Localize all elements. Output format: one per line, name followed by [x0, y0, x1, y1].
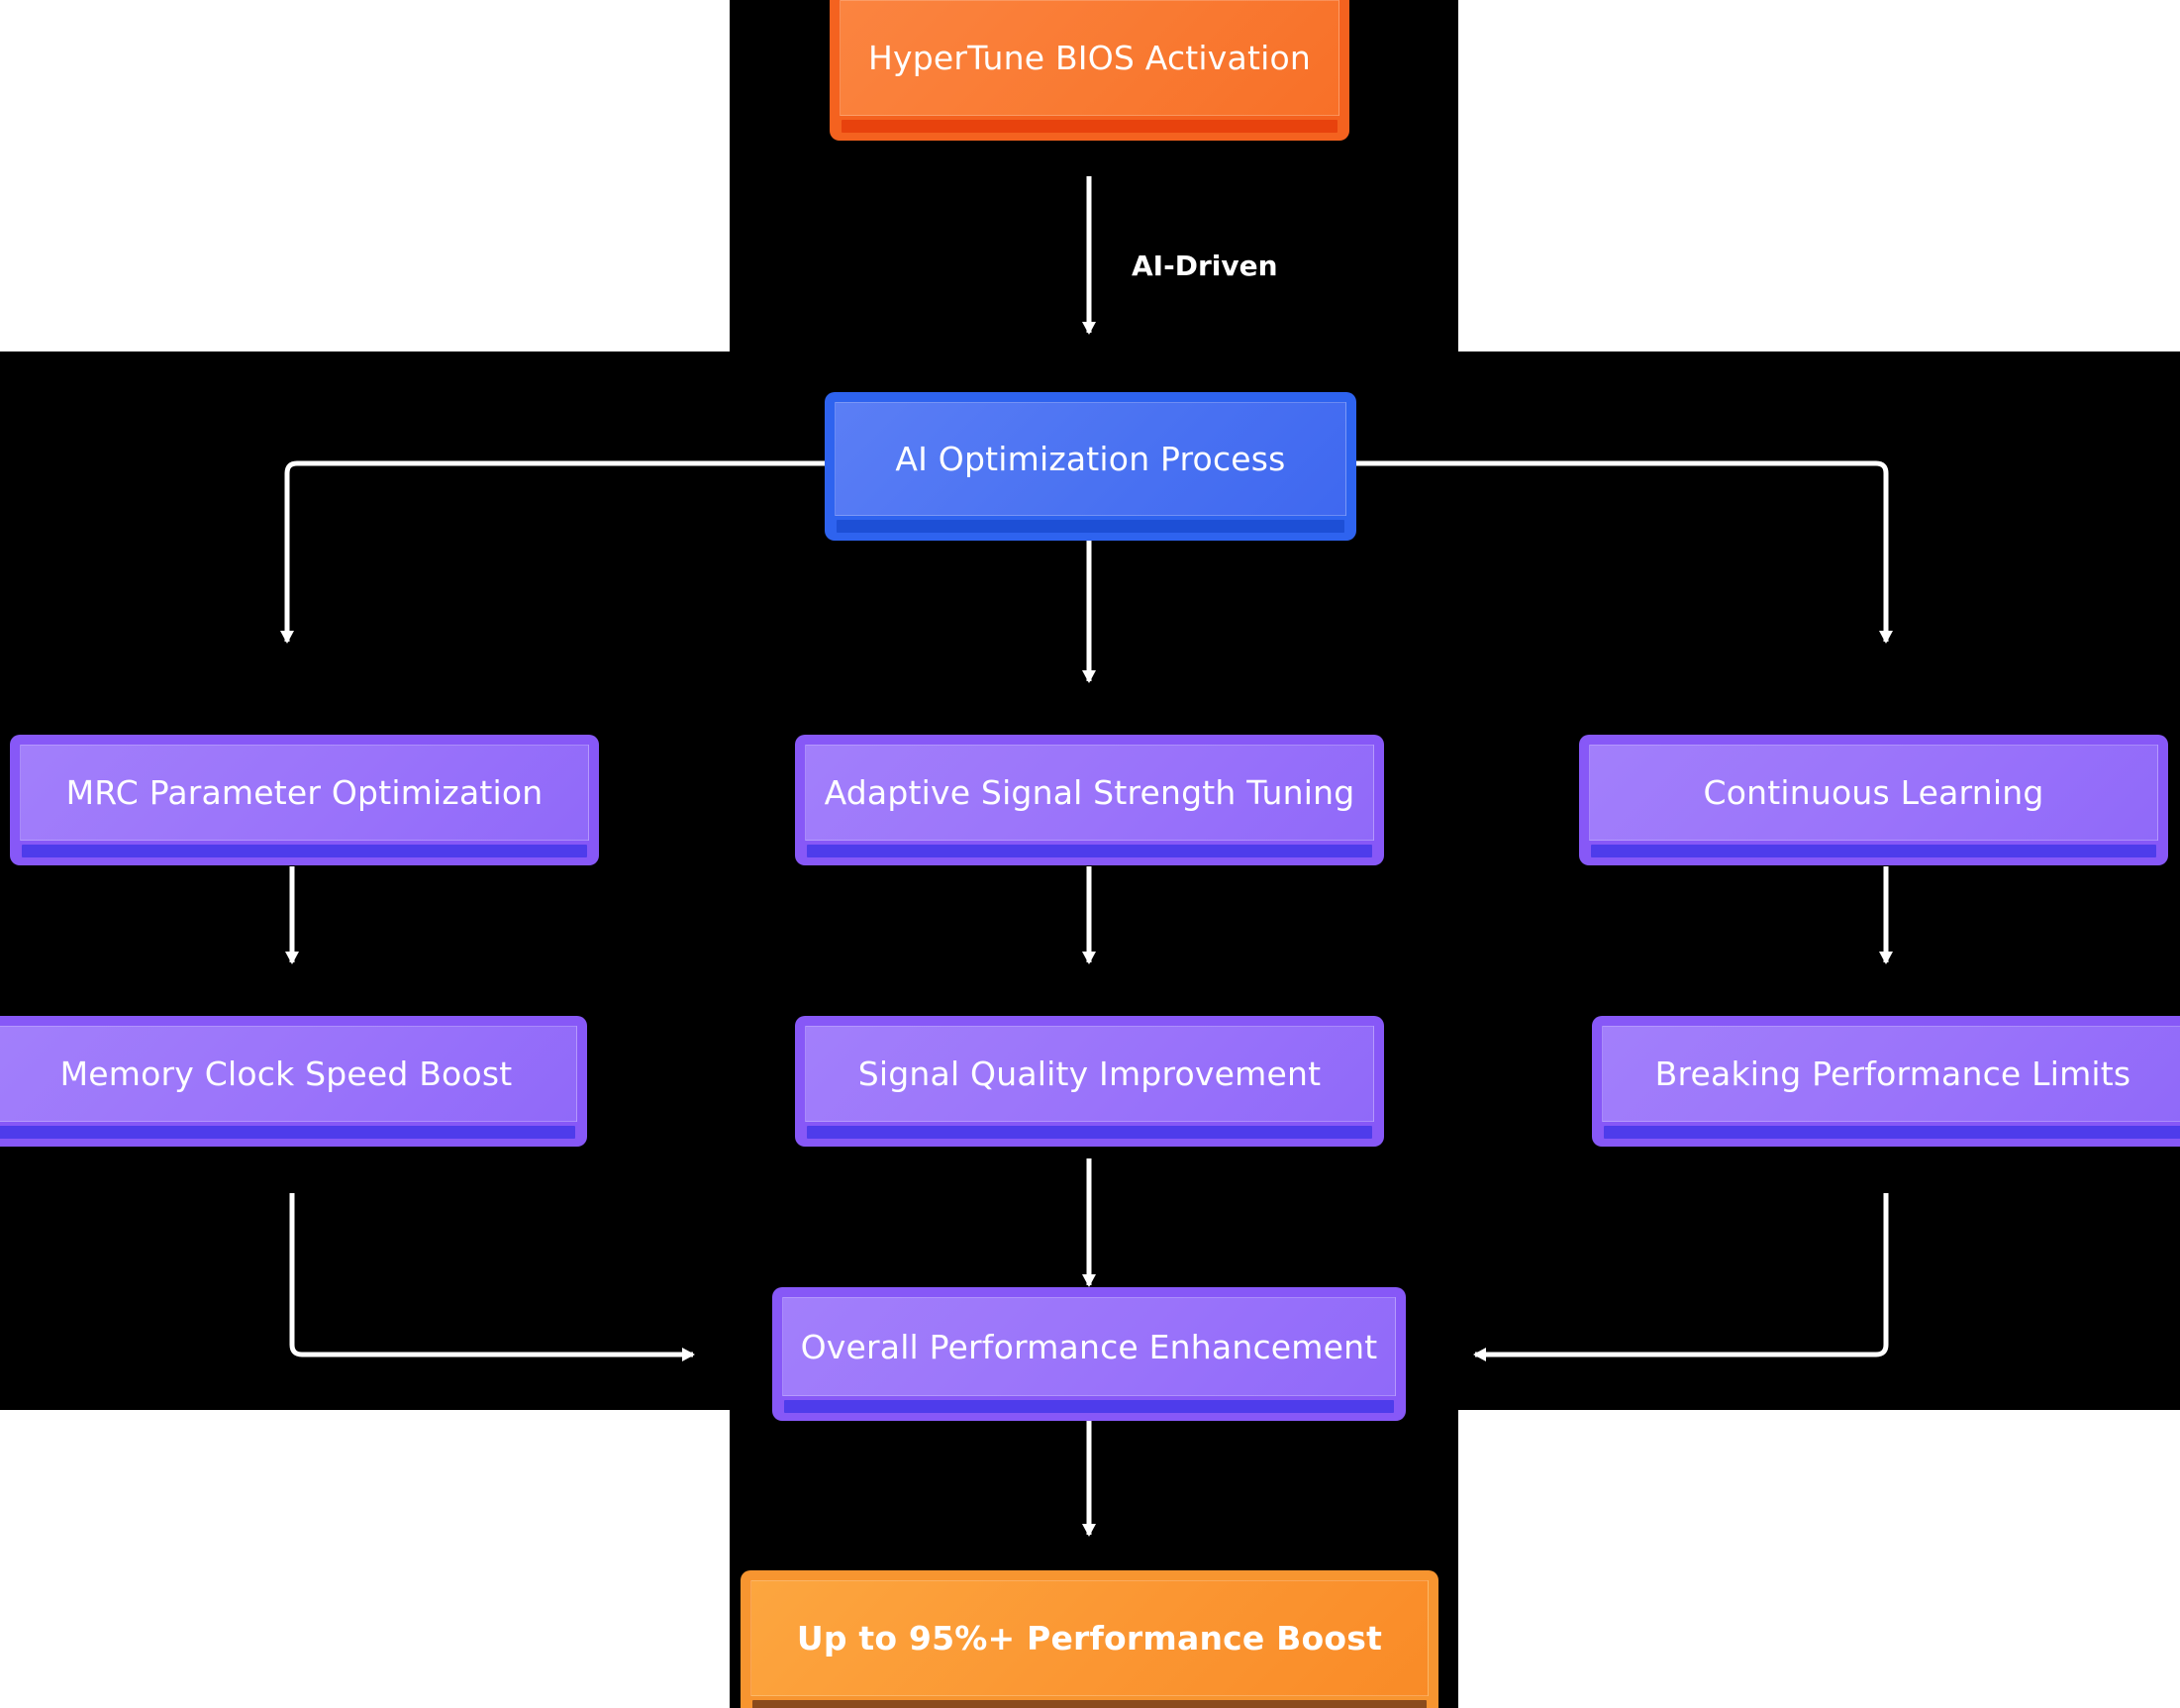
node-inner-panel: Up to 95%+ Performance Boost — [750, 1580, 1429, 1696]
node-ai-optimization-process[interactable]: AI Optimization Process — [825, 392, 1356, 541]
node-label: Up to 95%+ Performance Boost — [796, 1619, 1383, 1658]
node-label: Signal Quality Improvement — [857, 1055, 1322, 1093]
node-underbar — [784, 1400, 1394, 1413]
node-label: Adaptive Signal Strength Tuning — [824, 773, 1355, 812]
node-underbar — [807, 1126, 1372, 1139]
node-underbar — [752, 1700, 1427, 1708]
node-underbar — [1591, 845, 2156, 857]
node-continuous-learning[interactable]: Continuous Learning — [1579, 735, 2168, 865]
node-inner-panel: HyperTune BIOS Activation — [840, 0, 1339, 116]
node-up-to-95-percent-performance-boost[interactable]: Up to 95%+ Performance Boost — [741, 1570, 1438, 1708]
node-inner-panel: Continuous Learning — [1589, 745, 2158, 841]
node-inner-panel: Breaking Performance Limits — [1602, 1026, 2180, 1122]
node-breaking-performance-limits[interactable]: Breaking Performance Limits — [1592, 1016, 2180, 1147]
node-underbar — [0, 1126, 575, 1139]
node-inner-panel: Signal Quality Improvement — [805, 1026, 1374, 1122]
node-memory-clock-speed-boost[interactable]: Memory Clock Speed Boost — [0, 1016, 587, 1147]
node-hypertune-bios-activation[interactable]: HyperTune BIOS Activation — [830, 0, 1349, 141]
node-label: Continuous Learning — [1703, 773, 2044, 812]
node-inner-panel: AI Optimization Process — [835, 402, 1346, 516]
node-adaptive-signal-strength-tuning[interactable]: Adaptive Signal Strength Tuning — [795, 735, 1384, 865]
node-underbar — [22, 845, 587, 857]
node-mrc-parameter-optimization[interactable]: MRC Parameter Optimization — [10, 735, 599, 865]
node-label: AI Optimization Process — [895, 440, 1286, 478]
node-underbar — [837, 520, 1344, 533]
node-underbar — [842, 120, 1338, 133]
node-label: HyperTune BIOS Activation — [868, 39, 1311, 77]
node-label: MRC Parameter Optimization — [65, 773, 544, 812]
node-inner-panel: MRC Parameter Optimization — [20, 745, 589, 841]
node-signal-quality-improvement[interactable]: Signal Quality Improvement — [795, 1016, 1384, 1147]
node-underbar — [807, 845, 1372, 857]
node-inner-panel: Adaptive Signal Strength Tuning — [805, 745, 1374, 841]
node-label: Memory Clock Speed Boost — [59, 1055, 513, 1093]
node-label: Breaking Performance Limits — [1654, 1055, 2131, 1093]
node-inner-panel: Overall Performance Enhancement — [782, 1297, 1396, 1396]
node-label: Overall Performance Enhancement — [800, 1327, 1378, 1366]
node-overall-performance-enhancement[interactable]: Overall Performance Enhancement — [772, 1287, 1406, 1421]
node-underbar — [1604, 1126, 2180, 1139]
node-inner-panel: Memory Clock Speed Boost — [0, 1026, 577, 1122]
edge-label-ai-driven: AI-Driven — [1132, 250, 1278, 282]
